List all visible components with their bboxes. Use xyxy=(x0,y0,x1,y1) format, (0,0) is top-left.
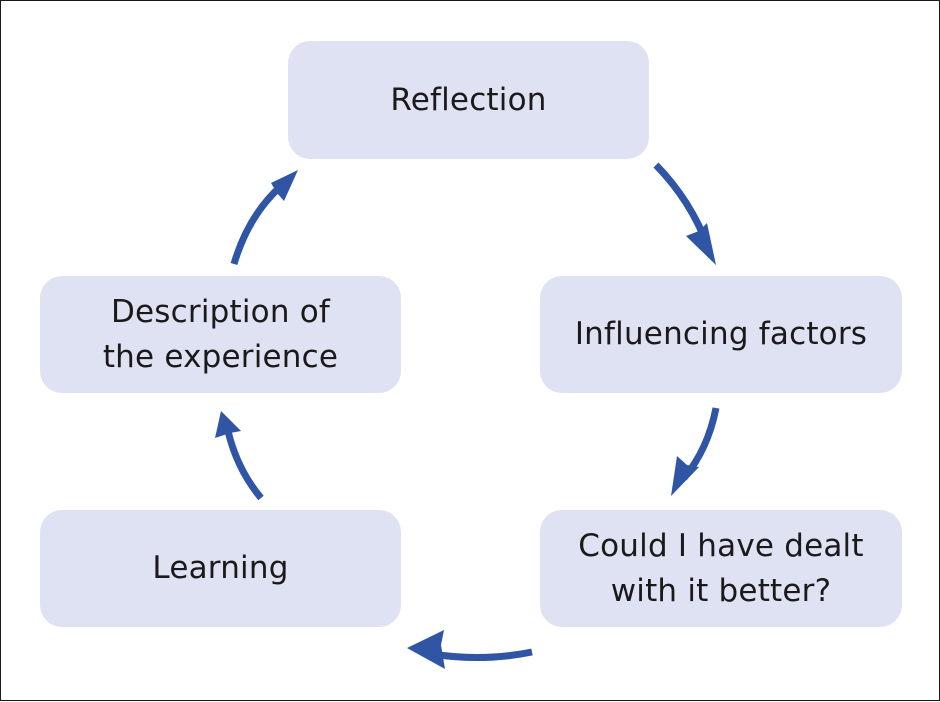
arrow-factors-to-better xyxy=(681,407,720,481)
arrowhead-to-learning xyxy=(407,630,445,669)
node-learning-label: Learning xyxy=(152,550,289,587)
arrow-learning-to-description xyxy=(224,430,264,501)
node-could-i-have-dealt-better-line-1: Could I have dealt xyxy=(578,527,864,564)
node-could-i-have-dealt-better-line-2: with it better? xyxy=(610,572,832,609)
arrowhead-to-reflection xyxy=(271,170,298,201)
node-description-of-experience-line-2: the experience xyxy=(102,338,339,375)
node-influencing-factors-label: Influencing factors xyxy=(574,316,868,353)
arrowhead-to-better xyxy=(671,456,699,496)
arrow-better-to-learning xyxy=(431,648,533,662)
arrow-reflection-to-factors xyxy=(653,162,712,249)
node-description-of-experience-line-1: Description of xyxy=(110,293,331,330)
arrow-description-to-reflection xyxy=(230,183,284,265)
node-reflection-label: Reflection xyxy=(390,81,547,118)
node-learning: Learning xyxy=(40,510,401,627)
node-reflection: Reflection xyxy=(288,41,649,159)
node-description-of-experience: Description of the experience xyxy=(40,276,401,393)
arrowhead-to-description xyxy=(215,411,241,438)
node-could-i-have-dealt-better: Could I have dealt with it better? xyxy=(540,510,902,627)
node-influencing-factors: Influencing factors xyxy=(540,276,902,393)
arrowhead-to-factors xyxy=(686,223,716,265)
